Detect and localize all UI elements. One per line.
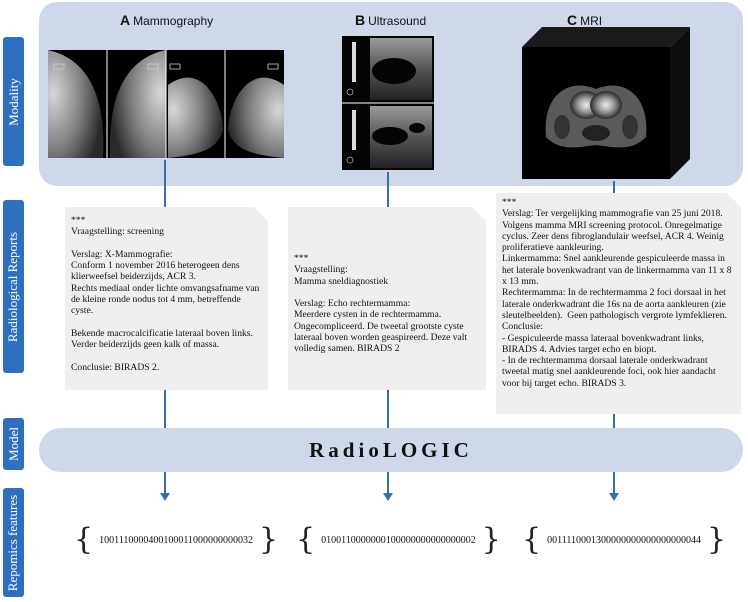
feature-vector-a-value: 1001110000400100011000000000032 (99, 534, 253, 546)
right-brace-icon: } (481, 522, 501, 557)
arrow-stem-c (613, 472, 615, 494)
feature-vector-b-value: 0100110000000100000000000000002 (321, 534, 476, 546)
report-ultrasound: *** Vraagstelling: Mamma sneldiagnostiek… (288, 207, 486, 390)
connector-line-a (164, 160, 166, 208)
connector-line-b (387, 172, 389, 208)
arrow-stem-b (387, 472, 389, 494)
left-brace-icon: { (74, 522, 94, 557)
left-brace-icon: { (522, 522, 542, 557)
model-name: RadioLOGIC (309, 437, 473, 462)
feature-vector-c: { 0011110001300000000000000000044 } (522, 520, 726, 560)
arrow-stem-a (164, 472, 166, 494)
features-side-label: Repomics features (3, 488, 24, 597)
connector-line-c (613, 181, 615, 193)
modality-side-label: Modality (3, 37, 24, 166)
feature-vector-a: { 1001110000400100011000000000032 } (74, 520, 278, 560)
reports-side-label: Radiological Reports (3, 200, 24, 373)
arrow-down-icon (160, 493, 170, 501)
connector-report-b (387, 390, 389, 430)
mammography-image (48, 50, 284, 158)
right-brace-icon: } (706, 522, 727, 557)
model-side-label: Model (3, 418, 24, 470)
right-brace-icon: } (258, 522, 279, 557)
arrow-down-icon (609, 493, 619, 501)
ultrasound-image (342, 36, 434, 170)
connector-report-c (613, 414, 615, 430)
arrow-down-icon (383, 493, 393, 501)
feature-vector-b: { 0100110000000100000000000000002 } (296, 520, 501, 560)
model-band: RadioLOGIC (39, 428, 743, 472)
mri-volume-image (522, 27, 690, 179)
report-mammography: *** Vraagstelling: screening Verslag: X-… (65, 207, 268, 390)
connector-report-a (164, 390, 166, 430)
feature-vector-c-value: 0011110001300000000000000000044 (547, 534, 701, 546)
left-brace-icon: { (296, 522, 316, 557)
report-mri: *** Verslag: Ter vergelijking mammografi… (496, 193, 741, 414)
